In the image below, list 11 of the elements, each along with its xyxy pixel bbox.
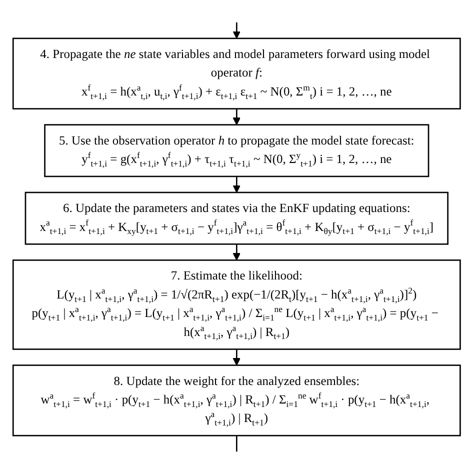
connector bbox=[236, 436, 238, 452]
node-box: 6. Update the parameters and states via the EnKF updating equations: x$^{a}$$_{t+1,i}$ = x$^{f}$$_{t+1,i}$ + K$_{xy}$[y$_{t+1}$ + σ$_{t+1,i}$ − y$^{f}$$_{t+1,i}$]γ$^{a}$$_{t+1,i}$ = θ$^{f}$$_{t+1,i}$ + K$_{θy}$[y$_{t+1}$ + σ$_{t+1,i}$ − y$^{f}$$_{t+1,i}$] bbox=[25, 192, 449, 245]
arrow bbox=[233, 108, 241, 126]
node-box: 5. Use the observation operator h to propagate the model state forecast: y$^{f}$$_{t+1,i}$ = g(x$^{f}$$_{t+1,i}$, γ$^{f}$$_{t+1,i}$) + τ$_{t+1,i}$ τ$_{t+1,i}$ ~ N(0, Σ$^{y}$$_{t+1}$) i = 1, 2, …, ne bbox=[44, 124, 430, 178]
arrow bbox=[233, 22, 241, 39]
arrow bbox=[233, 244, 241, 260]
arrow bbox=[233, 176, 241, 193]
arrow bbox=[233, 349, 241, 366]
node-box: 8. Update the weight for the analyzed ensembles: w$^{a}$$_{t+1,i}$ = w$^{f}$$_{t+1,i}$ · p(y$_{t+1}$ − h(x$^{a}$$_{t+1,i}$, γ$^{a}$$_{t+1,i}$) | R$_{t+1}$) / Σ$_{i=1}$$^{ne}$ w$^{f}$$_{t+1,i}$ · p(y$_{t+1}$ − h(x$^{a}$$_{t+1,i}$, γ$^{a}$$_{t+1,i}$) | R$_{t+1}$) bbox=[12, 364, 462, 436]
node-box: 7. Estimate the likelihood: L(y$_{t+1}$ | x$^{a}$$_{t+1,i}$, γ$^{a}$$_{t+1,i}$) = 1/√(2πR$_{t+1}$) exp(−1/(2R$_{t}$)[y$_{t+1}$ − h(x$^{a}$$_{t+1,i}$, γ$^{a}$$_{t+1,i}$)]$^{2}$) p(y$_{t+1}$ | x$^{a}$$_{t+1,i}$, γ$^{a}$$_{t+1,i}$) = L(y$_{t+1}$ | x$^{a}$$_{t+1,i}$, γ$^{a}$$_{t+1,i}$) / Σ$_{i=1}$$^{ne}$ L(y$_{t+1}$ | x$^{a}$$_{t+1,i}$, γ$^{a}$$_{t+1,i}$) = p(y$_{t+1}$ − h(x$^{a}$$_{t+1,i}$, γ$^{a}$$_{t+1,i}$) | R$_{t+1}$) bbox=[12, 259, 462, 350]
node-box: 4. Propagate the ne state variables and model parameters forward using model operator f: x$^{f}$$_{t+1,i}$ = h(x$^{a}$$_{t,i}$, u$_{t,i}$, γ$^{f}$$_{t+1,i}$) + ε$_{t+1,i}$ ε$_{t+1}$ ~ N(0, Σ$^{m}$$_{t}$) i = 1, 2, …, ne bbox=[12, 38, 462, 110]
